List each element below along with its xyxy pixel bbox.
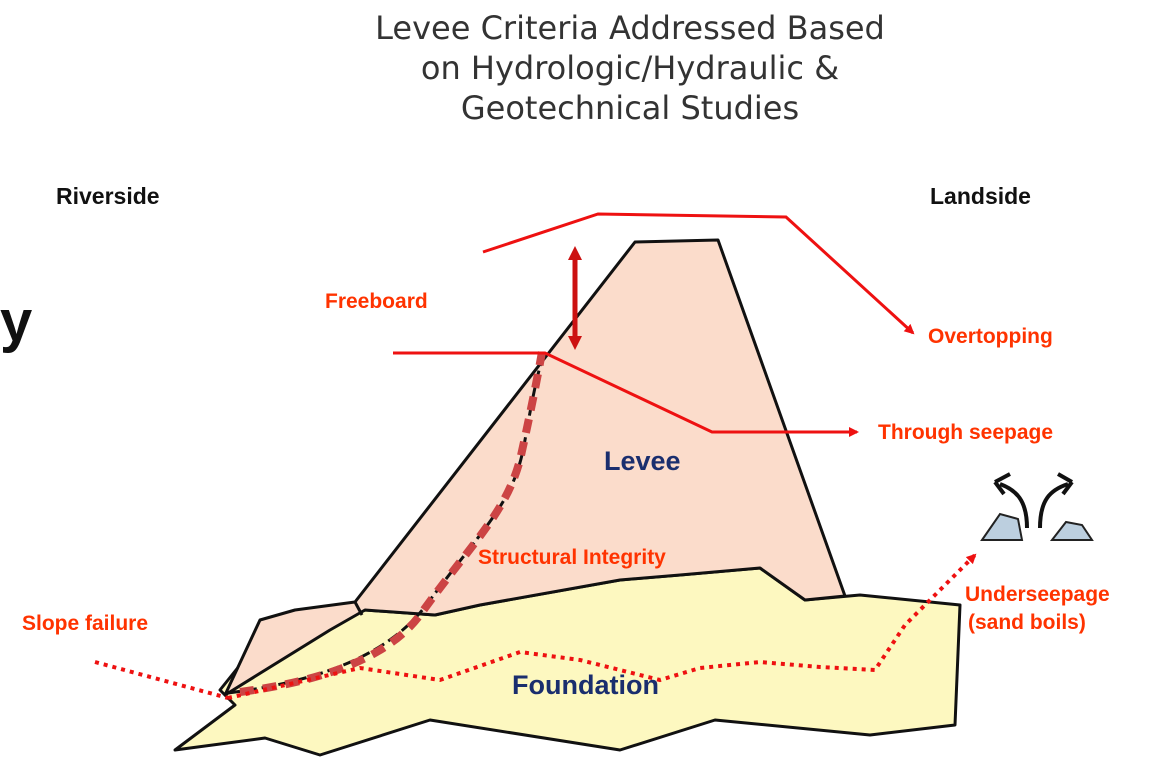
cropped-text-fragment: y xyxy=(0,289,33,354)
slope-outline xyxy=(353,601,364,616)
levee-label: Levee xyxy=(604,446,681,476)
slope-failure-leader xyxy=(94,660,229,700)
water-surface-line xyxy=(393,351,859,437)
title-line-3: Geotechnical Studies xyxy=(460,89,800,127)
sand-boil-icon xyxy=(980,512,1094,541)
sand-boils-label: (sand boils) xyxy=(968,611,1086,634)
underseepage-label: Underseepage xyxy=(965,583,1110,606)
slope-failure-label: Slope failure xyxy=(22,612,149,635)
landside-label: Landside xyxy=(930,183,1031,209)
title-line-1: Levee Criteria Addressed Based xyxy=(375,9,885,47)
freeboard-label: Freeboard xyxy=(325,290,428,313)
diagram-title: Levee Criteria Addressed Based on Hydrol… xyxy=(330,8,930,128)
through-seepage-label: Through seepage xyxy=(878,421,1054,444)
riverside-label: Riverside xyxy=(56,183,160,209)
levee-body xyxy=(223,238,847,697)
upflow-arrows-icon xyxy=(993,472,1074,529)
failure-surface-dashed xyxy=(239,351,546,696)
title-line-2: on Hydrologic/Hydraulic & xyxy=(420,49,840,87)
foundation-label: Foundation xyxy=(512,670,659,700)
structural-integrity-label: Structural Integrity xyxy=(478,546,666,569)
design-water-level-line xyxy=(482,212,915,335)
overtopping-label: Overtopping xyxy=(928,325,1053,348)
